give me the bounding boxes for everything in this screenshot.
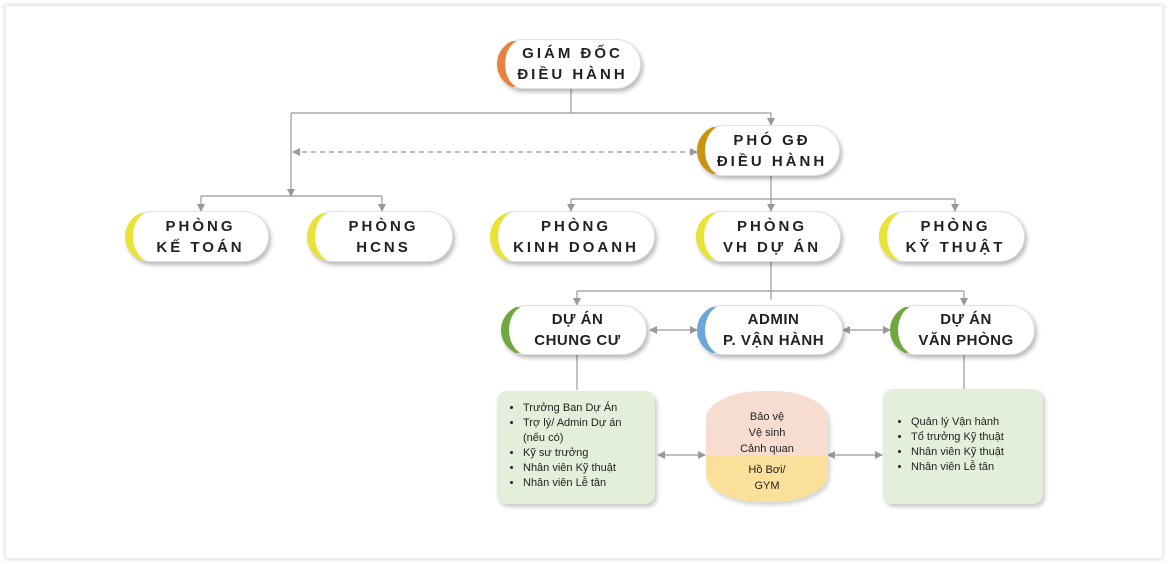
shared-services-cylinder: Bảo vệ Vệ sinh Cảnh quan Hồ Bơi/ GYM xyxy=(706,391,828,502)
node-hr[interactable]: PHÒNG HCNS xyxy=(307,211,453,262)
node-technical-line1: PHÒNG xyxy=(920,217,991,235)
node-hr-line2: HCNS xyxy=(356,238,411,256)
node-apartment-project[interactable]: DỰ ÁN CHUNG CƯ xyxy=(501,305,647,355)
node-deputy-line1: PHÓ GĐ xyxy=(733,131,811,149)
node-apartment-line1: DỰ ÁN xyxy=(551,311,604,328)
apartment-staff-item: Nhân viên Kỹ thuật xyxy=(523,461,645,476)
node-project-ops[interactable]: PHÒNG VH DỰ ÁN xyxy=(696,211,841,262)
node-office-project[interactable]: DỰ ÁN VĂN PHÒNG xyxy=(890,305,1035,355)
node-technical[interactable]: PHÒNG KỸ THUẬT xyxy=(879,211,1025,262)
shared-services-bottom: Hồ Bơi/ GYM xyxy=(706,455,828,502)
node-ceo[interactable]: GIÁM ĐỐC ĐIỀU HÀNH xyxy=(497,39,641,89)
node-sales[interactable]: PHÒNG KINH DOANH xyxy=(490,211,655,262)
link-ceo-deputy xyxy=(571,112,775,126)
node-office-line2: VĂN PHÒNG xyxy=(918,332,1014,349)
node-admin-ops[interactable]: ADMIN P. VẬN HÀNH xyxy=(697,305,843,355)
service-item: Cảnh quan xyxy=(740,443,794,455)
node-deputy[interactable]: PHÓ GĐ ĐIỀU HÀNH xyxy=(697,125,840,176)
node-deputy-line2: ĐIỀU HÀNH xyxy=(716,152,828,170)
service-item: Hồ Bơi/ xyxy=(748,464,786,477)
apartment-staff-item: Nhân viên Lễ tân xyxy=(523,476,645,491)
apartment-staff-box: Trưởng Ban Dự Án Trợ lý/ Admin Dự án (nế… xyxy=(497,391,655,504)
apartment-staff-item: Kỹ sư trưởng xyxy=(523,446,645,461)
node-admin-line1: ADMIN xyxy=(747,311,800,328)
service-item: Bảo vệ xyxy=(749,411,785,423)
office-staff-item: Tổ trưởng Kỹ thuật xyxy=(911,430,1033,445)
office-staff-box: Quản lý Vận hành Tổ trưởng Kỹ thuật Nhân… xyxy=(883,389,1043,504)
office-staff-item: Quản lý Vận hành xyxy=(911,415,1033,430)
node-admin-line2: P. VẬN HÀNH xyxy=(722,332,825,349)
node-apartment-line2: CHUNG CƯ xyxy=(534,332,621,349)
node-technical-line2: KỸ THUẬT xyxy=(905,238,1006,256)
service-item: Vệ sinh xyxy=(748,427,786,439)
node-ceo-line2: ĐIỀU HÀNH xyxy=(517,66,628,83)
shared-services-top: Bảo vệ Vệ sinh Cảnh quan xyxy=(706,391,828,456)
node-accounting-line1: PHÒNG xyxy=(165,217,236,235)
node-office-line1: DỰ ÁN xyxy=(940,311,992,328)
node-accounting[interactable]: PHÒNG KẾ TOÁN xyxy=(125,211,269,262)
apartment-staff-item: Trưởng Ban Dự Án xyxy=(523,401,645,416)
node-sales-line2: KINH DOANH xyxy=(513,238,639,256)
node-sales-line1: PHÒNG xyxy=(540,217,611,235)
node-hr-line1: PHÒNG xyxy=(348,217,419,235)
node-project-ops-line1: PHÒNG xyxy=(736,217,807,235)
service-item: GYM xyxy=(754,480,780,493)
office-staff-item: Nhân viên Kỹ thuật xyxy=(911,445,1033,460)
node-accounting-line2: KẾ TOÁN xyxy=(156,238,245,256)
node-project-ops-line2: VH DỰ ÁN xyxy=(722,238,822,256)
link-ceo-accounting xyxy=(291,112,571,196)
node-ceo-line1: GIÁM ĐỐC xyxy=(522,45,623,62)
office-staff-item: Nhân viên Lễ tân xyxy=(911,460,1033,475)
apartment-staff-item: Trợ lý/ Admin Dự án (nếu có) xyxy=(523,416,645,446)
